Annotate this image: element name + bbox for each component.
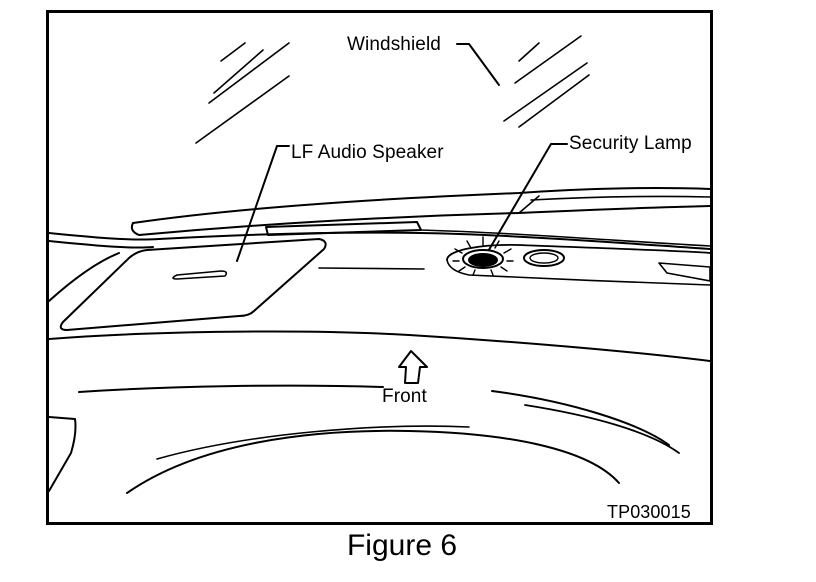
speaker-panel xyxy=(59,238,327,331)
windshield-glare-right xyxy=(503,35,590,128)
left-lower-edge xyxy=(49,416,77,492)
windshield-glare-left xyxy=(195,42,290,144)
dash-vent xyxy=(658,262,710,282)
front-label: Front xyxy=(382,386,427,407)
dash-top-line xyxy=(158,231,710,250)
dash-lower-line-1 xyxy=(78,384,384,393)
dash-top-left xyxy=(49,232,160,241)
dash-lower-line-3 xyxy=(524,404,680,454)
windshield-cowl xyxy=(132,187,710,224)
figure-caption-text: Figure 6 xyxy=(346,529,458,562)
dashboard-illustration xyxy=(49,35,710,494)
speaker-slot xyxy=(172,270,228,280)
lower-panel-curve xyxy=(126,429,620,494)
dash-lower-line-2 xyxy=(491,390,670,446)
speaker-leader-line xyxy=(236,145,290,262)
windshield-leader-line xyxy=(456,43,500,86)
dash-knob xyxy=(523,249,565,267)
dash-crease xyxy=(49,330,710,362)
cowl-edge xyxy=(130,205,710,236)
lower-panel-curve-2 xyxy=(156,425,470,460)
security-lamp-icon xyxy=(452,236,514,276)
figure-caption: Figure 6 xyxy=(0,531,816,561)
security-lamp-label: Security Lamp xyxy=(569,133,692,154)
figure-id-label: TP030015 xyxy=(607,502,691,522)
lamp-leader-line xyxy=(482,143,568,261)
windshield-label: Windshield xyxy=(347,34,441,55)
lf-audio-speaker-label: LF Audio Speaker xyxy=(291,142,444,163)
figure-frame: Windshield LF Audio Speaker Security Lam… xyxy=(46,10,713,525)
front-arrow-icon xyxy=(398,350,428,384)
